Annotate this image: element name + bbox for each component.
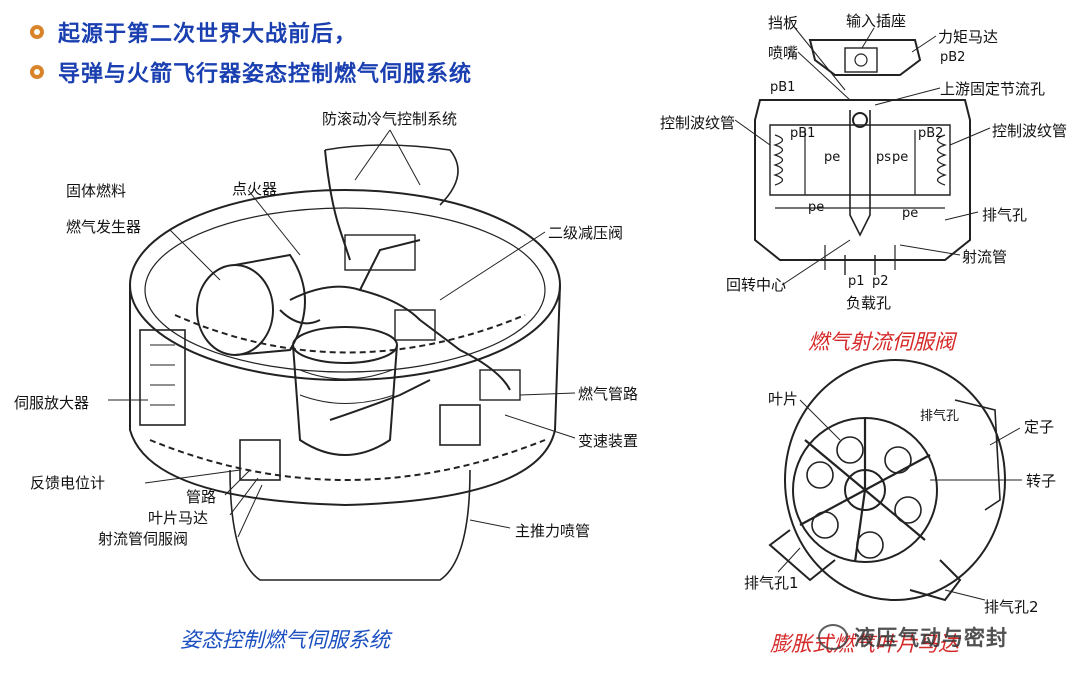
label-gas-generator: 燃气发生器 xyxy=(66,218,142,236)
label-torque-motor: 力矩马达 xyxy=(938,28,999,46)
bullet-dot-icon xyxy=(30,25,44,39)
label-rotor: 转子 xyxy=(1026,472,1057,490)
wechat-icon xyxy=(818,624,848,650)
caption-vane-motor: 膨胀式燃气叶片马达 xyxy=(770,632,959,656)
label-exhaust-small: 排气孔 xyxy=(920,409,960,424)
label-p1: p1 xyxy=(848,274,865,289)
label-pb1-inner: pB1 xyxy=(790,126,816,141)
label-igniter: 点火器 xyxy=(232,180,278,198)
watermark-text: 液压气动与密封 xyxy=(854,626,1008,650)
label-pb1-top: pB1 xyxy=(770,80,796,95)
label-jet-servo-valve: 射流管伺服阀 xyxy=(98,530,189,548)
label-main-nozzle: 主推力喷管 xyxy=(515,522,591,540)
label-vane-motor: 叶片马达 xyxy=(148,509,209,527)
label-solid-fuel: 固体燃料 xyxy=(66,182,127,200)
label-exhaust-port: 排气孔 xyxy=(982,206,1028,224)
label-pe-left: pe xyxy=(824,150,841,165)
label-pe-lower-right: pe xyxy=(902,206,919,221)
label-roll-control: 防滚动冷气控制系统 xyxy=(322,110,458,128)
bullet-2: 导弹与火箭飞行器姿态控制燃气伺服系统 xyxy=(30,56,472,88)
label-speed-device: 变速装置 xyxy=(578,432,639,450)
label-ps: ps xyxy=(876,150,892,165)
label-pe-right: pe xyxy=(892,150,909,165)
label-jet-tube: 射流管 xyxy=(962,248,1008,266)
label-stator: 定子 xyxy=(1024,418,1055,436)
label-load-port: 负载孔 xyxy=(846,294,892,312)
caption-jet-servo-valve: 燃气射流伺服阀 xyxy=(808,330,955,354)
bullet-1-text: 起源于第二次世界大战前后， xyxy=(58,22,358,47)
watermark: 液压气动与密封 xyxy=(818,622,1008,652)
label-rotation-center: 回转中心 xyxy=(726,276,787,294)
jet-servo-valve-drawing xyxy=(754,39,971,275)
servo-system-drawing xyxy=(129,144,561,581)
label-feedback-pot: 反馈电位计 xyxy=(30,474,106,492)
bullet-2-text: 导弹与火箭飞行器姿态控制燃气伺服系统 xyxy=(58,62,473,87)
label-gas-line: 燃气管路 xyxy=(578,385,639,403)
label-exhaust-2: 排气孔2 xyxy=(984,598,1039,616)
caption-servo-system: 姿态控制燃气伺服系统 xyxy=(180,628,390,652)
label-nozzle: 喷嘴 xyxy=(768,44,799,62)
label-upstream-orifice: 上游固定节流孔 xyxy=(940,80,1046,98)
label-pe-lower-left: pe xyxy=(808,200,825,215)
label-baffle: 挡板 xyxy=(768,14,799,32)
vane-motor-drawing xyxy=(768,359,1006,602)
label-pipe: 管路 xyxy=(186,488,217,506)
label-servo-amplifier: 伺服放大器 xyxy=(14,394,90,412)
label-pressure-reducer: 二级减压阀 xyxy=(548,224,624,242)
label-pb2-top: pB2 xyxy=(940,50,966,65)
bullet-1: 起源于第二次世界大战前后， xyxy=(30,16,357,48)
label-input-socket: 输入插座 xyxy=(846,12,907,30)
label-bellows-left: 控制波纹管 xyxy=(660,114,736,132)
label-pb2-inner: pB2 xyxy=(918,126,944,141)
label-vane: 叶片 xyxy=(768,390,799,408)
label-p2: p2 xyxy=(872,274,889,289)
bullet-dot-icon xyxy=(30,65,44,79)
label-bellows-right: 控制波纹管 xyxy=(992,122,1068,140)
label-exhaust-1: 排气孔1 xyxy=(744,574,799,592)
